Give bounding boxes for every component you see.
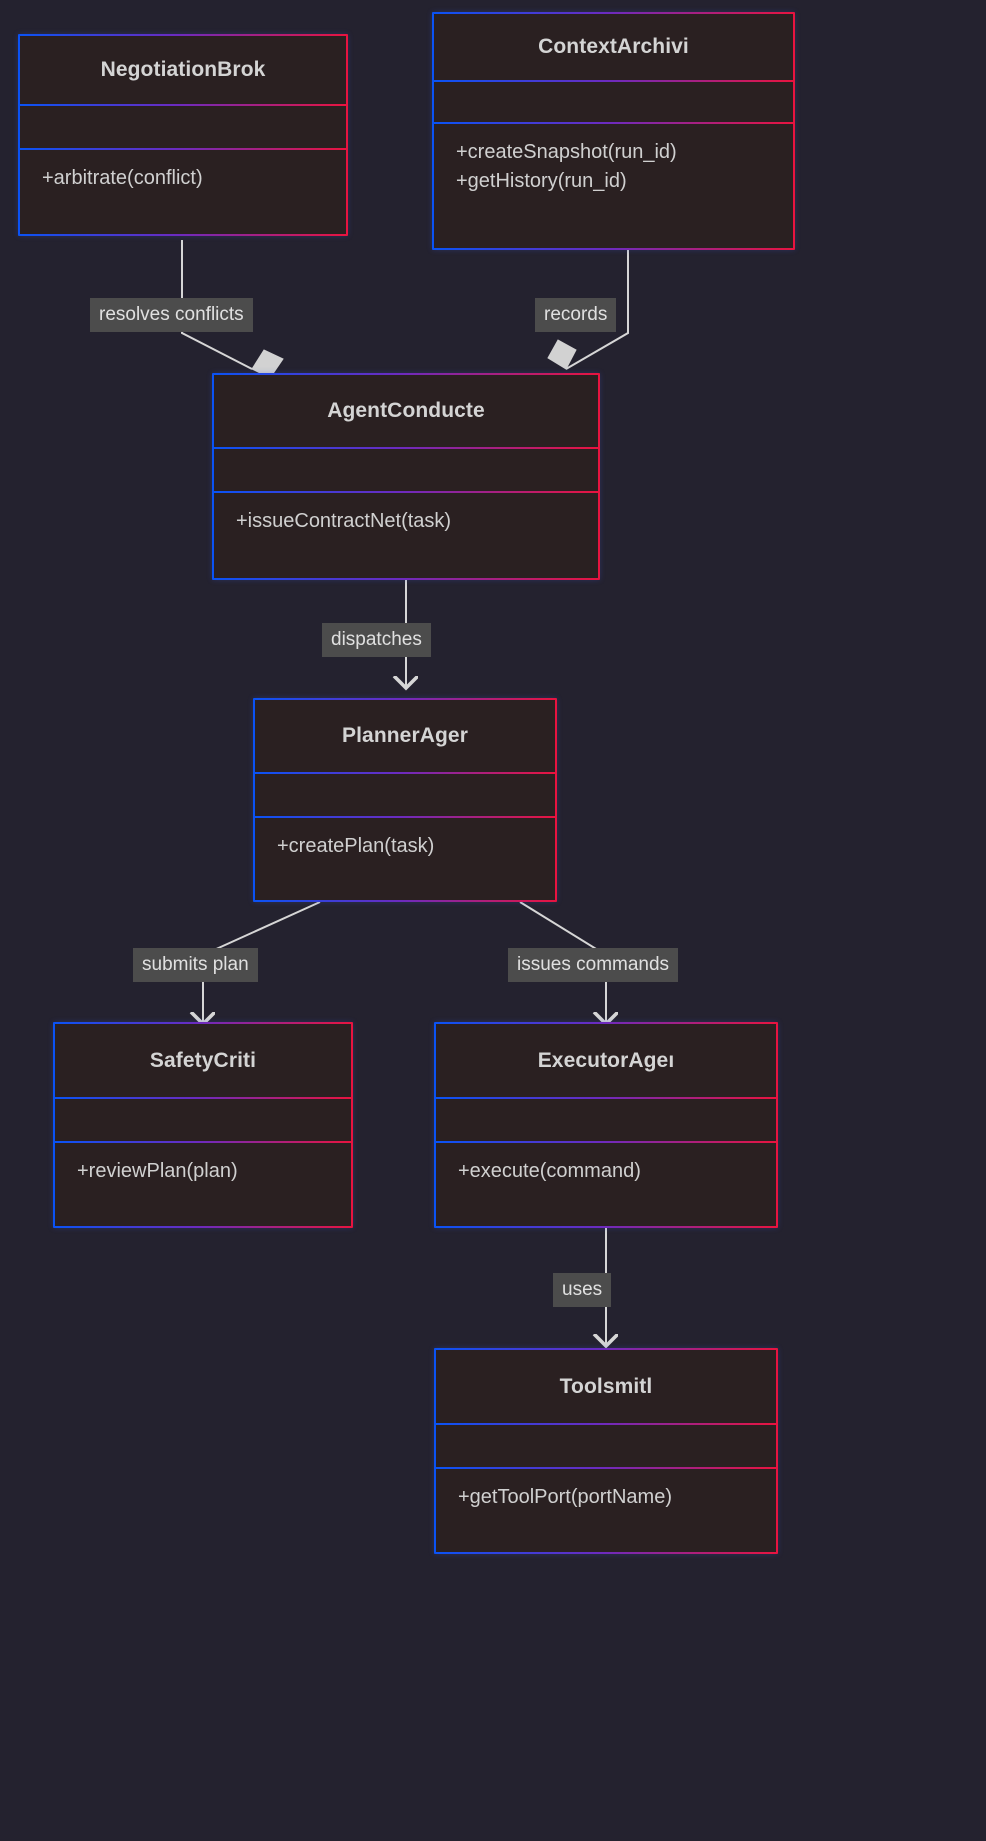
class-title-agent-conductor: AgentConductе bbox=[327, 399, 485, 422]
class-box-negotiation-broker[interactable]: NegotiationBrok +arbitrate(conflict) bbox=[18, 34, 348, 236]
class-methods-toolsmith: +getToolPort(portName) bbox=[436, 1469, 776, 1552]
class-title-context-archivist: ContextArchivi bbox=[538, 35, 689, 58]
class-title-safety-critic: SafetyCriti bbox=[149, 1048, 257, 1072]
class-separator bbox=[55, 1141, 351, 1143]
class-methods-context-archivist: +createSnapshot(run_id) +getHistory(run_… bbox=[434, 124, 793, 248]
edge-label-dispatches: dispatches bbox=[322, 623, 431, 657]
class-separator bbox=[434, 80, 793, 82]
method-item: +getToolPort(portName) bbox=[458, 1486, 672, 1508]
class-separator bbox=[436, 1141, 776, 1143]
edge-label-issues-commands: issues commands bbox=[508, 948, 679, 982]
class-attributes-toolsmith bbox=[436, 1425, 776, 1467]
class-title-planner-agent: PlannerAger bbox=[342, 724, 468, 747]
class-methods-agent-conductor: +issueContractNet(task) bbox=[214, 493, 598, 578]
class-separator bbox=[436, 1423, 776, 1425]
method-item: +reviewPlan(plan) bbox=[77, 1160, 238, 1182]
class-box-safety-critic[interactable]: SafetyCriti +reviewPlan(plan) bbox=[53, 1022, 353, 1228]
class-methods-safety-critic: +reviewPlan(plan) bbox=[55, 1143, 351, 1226]
class-title-toolsmith: Toolsmitl bbox=[559, 1374, 653, 1398]
class-title-negotiation-broker: NegotiationBrok bbox=[100, 58, 266, 81]
class-separator bbox=[436, 1097, 776, 1099]
edge-label-records: records bbox=[535, 298, 617, 332]
class-attributes-safety-critic bbox=[55, 1099, 351, 1141]
class-separator bbox=[55, 1097, 351, 1099]
class-title-executor-agent: ExecutorAgeı bbox=[537, 1048, 675, 1072]
class-methods-negotiation-broker: +arbitrate(conflict) bbox=[20, 150, 346, 234]
class-attributes-executor-agent bbox=[436, 1099, 776, 1141]
method-item: +getHistory(run_id) bbox=[456, 170, 627, 192]
class-separator bbox=[436, 1467, 776, 1469]
class-attributes-negotiation-broker bbox=[20, 106, 346, 148]
class-box-context-archivist[interactable]: ContextArchivi +createSnapshot(run_id) +… bbox=[432, 12, 795, 250]
edge-label-submits-plan: submits plan bbox=[133, 948, 258, 982]
class-box-toolsmith[interactable]: Toolsmitl +getToolPort(portName) bbox=[434, 1348, 778, 1554]
class-box-planner-agent[interactable]: PlannerAger +createPlan(task) bbox=[253, 698, 557, 902]
class-attributes-agent-conductor bbox=[214, 449, 598, 491]
class-methods-planner-agent: +createPlan(task) bbox=[255, 818, 555, 900]
method-item: +execute(command) bbox=[458, 1160, 641, 1182]
class-box-agent-conductor[interactable]: AgentConductе +issueContractNet(task) bbox=[212, 373, 600, 580]
edge-label-resolves-conflicts: resolves conflicts bbox=[90, 298, 253, 332]
class-separator bbox=[434, 122, 793, 124]
method-item: +arbitrate(conflict) bbox=[42, 167, 203, 189]
edge-label-uses: uses bbox=[553, 1273, 612, 1307]
class-separator bbox=[255, 816, 555, 818]
class-separator bbox=[20, 148, 346, 150]
class-box-executor-agent[interactable]: ExecutorAgeı +execute(command) bbox=[434, 1022, 778, 1228]
class-separator bbox=[214, 491, 598, 493]
class-methods-executor-agent: +execute(command) bbox=[436, 1143, 776, 1226]
class-separator bbox=[255, 772, 555, 774]
method-item: +createPlan(task) bbox=[277, 835, 435, 857]
aggregation-diamond-records bbox=[547, 339, 577, 370]
method-item: +createSnapshot(run_id) bbox=[456, 141, 677, 163]
class-separator bbox=[20, 104, 346, 106]
class-attributes-planner-agent bbox=[255, 774, 555, 816]
class-attributes-context-archivist bbox=[434, 82, 793, 122]
class-separator bbox=[214, 447, 598, 449]
method-item: +issueContractNet(task) bbox=[236, 510, 452, 532]
